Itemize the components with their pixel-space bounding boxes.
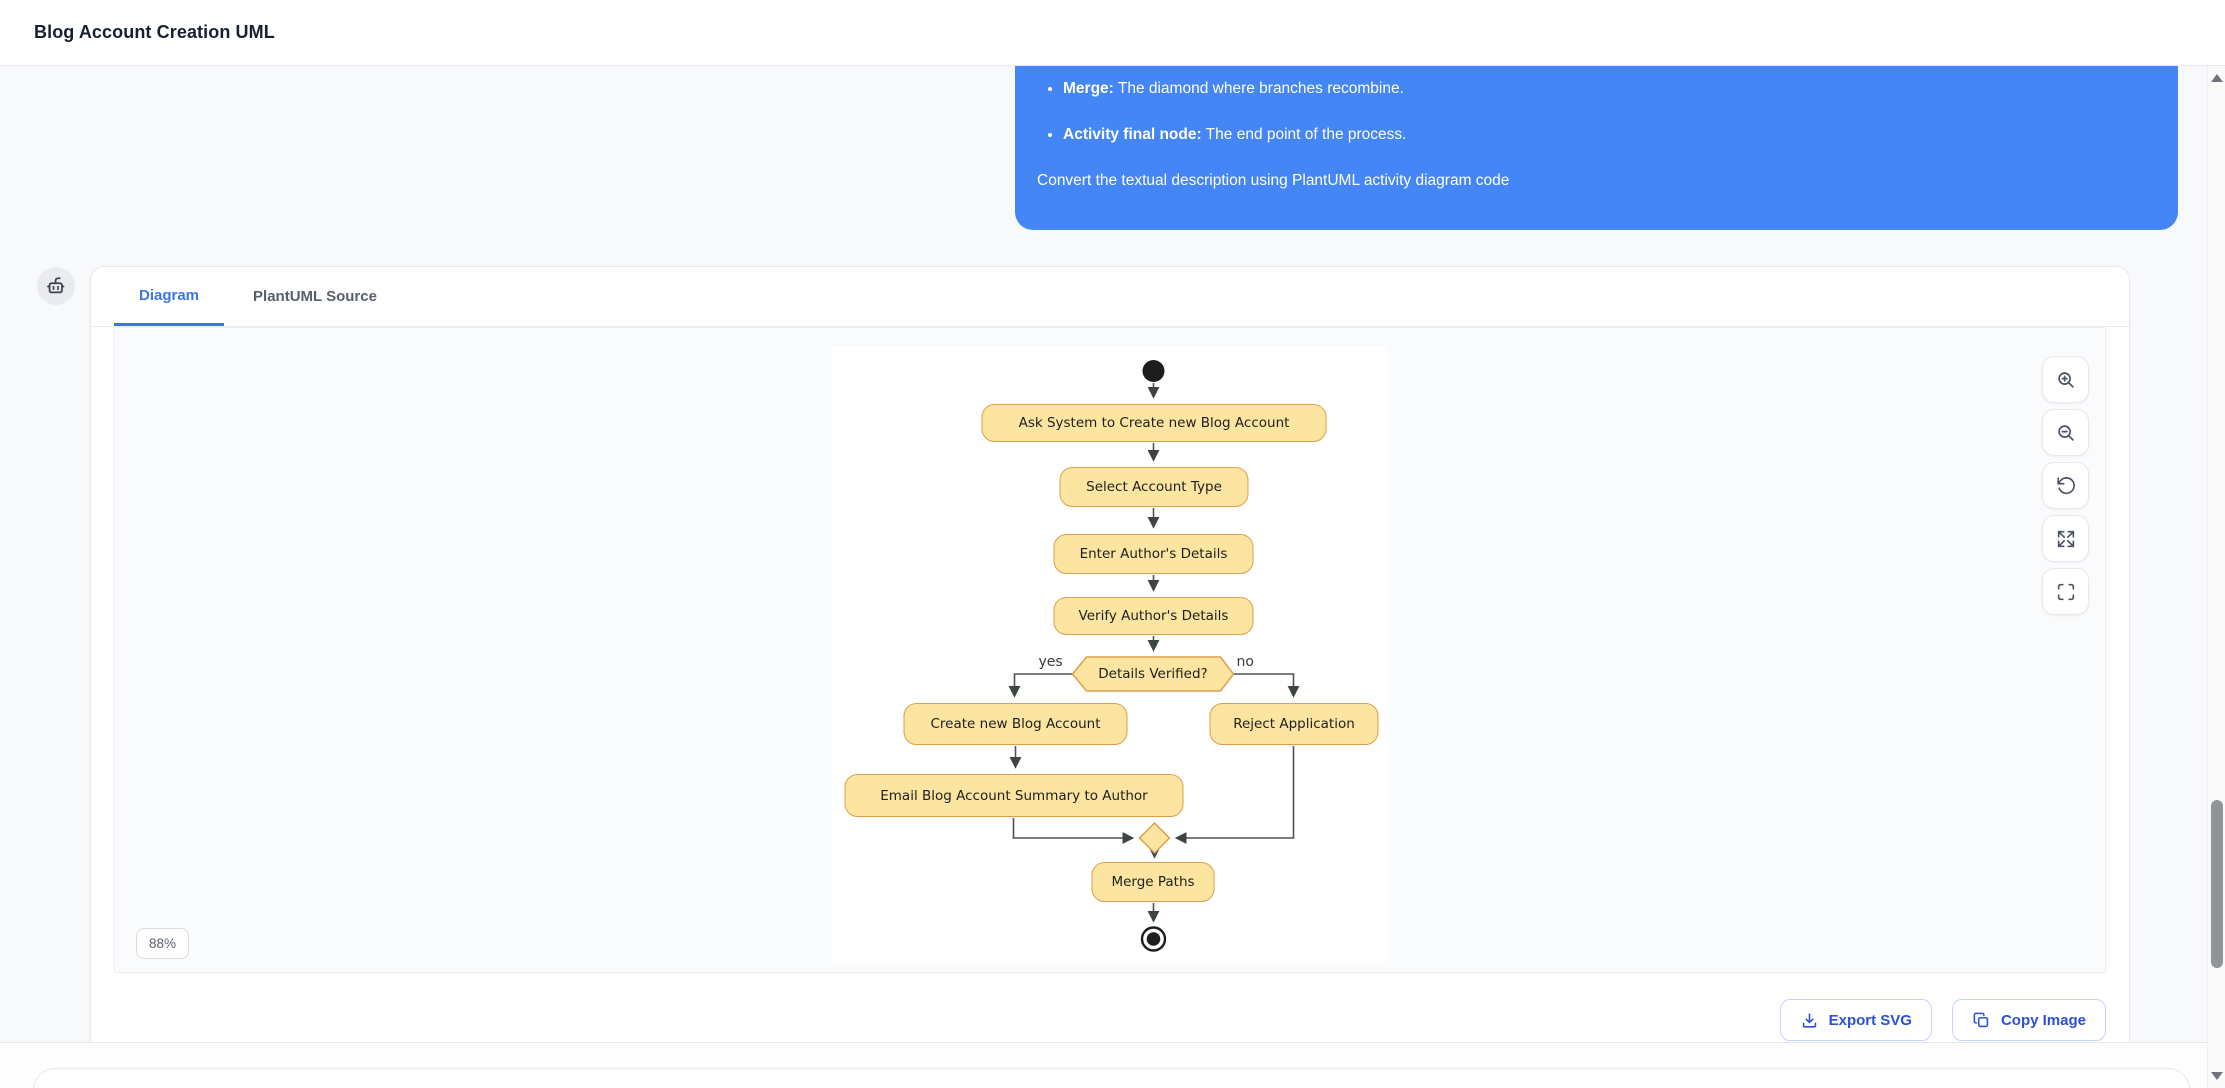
- scroll-down-arrow-icon[interactable]: [2211, 1072, 2223, 1080]
- export-svg-label: Export SVG: [1828, 1011, 1912, 1029]
- page-title: Blog Account Creation UML: [34, 22, 275, 42]
- bullet-item: Activity final node: The end point of th…: [1063, 124, 2156, 146]
- zoom-out-button[interactable]: [2042, 409, 2089, 456]
- download-icon: [1802, 1012, 1816, 1028]
- scroll-up-arrow-icon[interactable]: [2211, 74, 2223, 82]
- zoom-in-button[interactable]: [2042, 356, 2089, 403]
- message-paragraph: Convert the textual description using Pl…: [1037, 172, 1510, 189]
- activity-node: Create new Blog Account: [903, 703, 1128, 745]
- decision-node: [1071, 656, 1235, 692]
- bullet-text: The diamond where branches recombine.: [1113, 80, 1404, 97]
- chat-input-card[interactable]: [33, 1068, 2190, 1088]
- zoom-in-icon: [2057, 371, 2074, 388]
- fullscreen-button[interactable]: [2042, 568, 2089, 615]
- bottom-strip: [0, 1043, 2225, 1088]
- reset-icon: [2056, 476, 2075, 494]
- bullet-term: Activity final node:: [1063, 126, 1202, 143]
- zoom-out-icon: [2057, 424, 2074, 441]
- branch-label-no: no: [1236, 654, 1254, 670]
- diagram-card: Diagram PlantUML Source: [90, 266, 2130, 1042]
- vertical-scrollbar[interactable]: [2207, 66, 2225, 1088]
- avatar: [37, 267, 75, 305]
- final-node-core: [1146, 932, 1161, 946]
- zoom-level-badge: 88%: [136, 928, 190, 959]
- tab-bar: Diagram PlantUML Source: [91, 267, 2129, 327]
- copy-icon: [1973, 1012, 1989, 1027]
- expand-icon: [2057, 530, 2074, 547]
- scrollbar-thumb[interactable]: [2211, 800, 2223, 968]
- copy-image-label: Copy Image: [2000, 1011, 2086, 1029]
- fullscreen-icon: [2057, 583, 2074, 600]
- robot-icon: [47, 277, 65, 294]
- tab-diagram[interactable]: Diagram: [114, 267, 224, 326]
- merge-node: [1138, 821, 1171, 855]
- diagram-canvas[interactable]: Ask System to Create new Blog Account Se…: [832, 346, 1388, 963]
- bullet-term: Merge:: [1063, 80, 1114, 97]
- activity-node: Ask System to Create new Blog Account: [981, 404, 1327, 442]
- activity-node: Enter Author's Details: [1053, 534, 1254, 574]
- activity-node: Reject Application: [1209, 703, 1379, 745]
- bullet-list: Merge: The diamond where branches recomb…: [1037, 78, 2156, 146]
- bullet-text: The end point of the process.: [1201, 126, 1407, 143]
- initial-node: [1142, 360, 1165, 382]
- diagram-panel: Ask System to Create new Blog Account Se…: [114, 327, 2106, 973]
- activity-node: Verify Author's Details: [1053, 597, 1254, 635]
- bullet-item: Merge: The diamond where branches recomb…: [1063, 78, 2156, 100]
- export-svg-button[interactable]: Export SVG: [1779, 999, 1932, 1041]
- decision-label: Details Verified?: [1098, 666, 1208, 682]
- activity-node: Select Account Type: [1059, 467, 1249, 507]
- branch-label-yes: yes: [1038, 654, 1063, 670]
- card-footer: Export SVG Copy Image: [114, 999, 2106, 1041]
- diagram-connectors: [1008, 360, 1300, 952]
- activity-node: Email Blog Account Summary to Author: [844, 774, 1184, 817]
- activity-node: Merge Paths: [1091, 862, 1215, 902]
- expand-button[interactable]: [2042, 515, 2089, 562]
- view-controls: [2042, 356, 2089, 615]
- tab-plantuml-source[interactable]: PlantUML Source: [253, 288, 377, 305]
- app-header: Blog Account Creation UML: [0, 0, 2225, 66]
- user-message-bubble: Merge: The diamond where branches recomb…: [1015, 66, 2178, 230]
- reset-view-button[interactable]: [2042, 462, 2089, 509]
- copy-image-button[interactable]: Copy Image: [1951, 999, 2106, 1041]
- chat-scroll-area[interactable]: Merge: The diamond where branches recomb…: [0, 66, 2225, 1043]
